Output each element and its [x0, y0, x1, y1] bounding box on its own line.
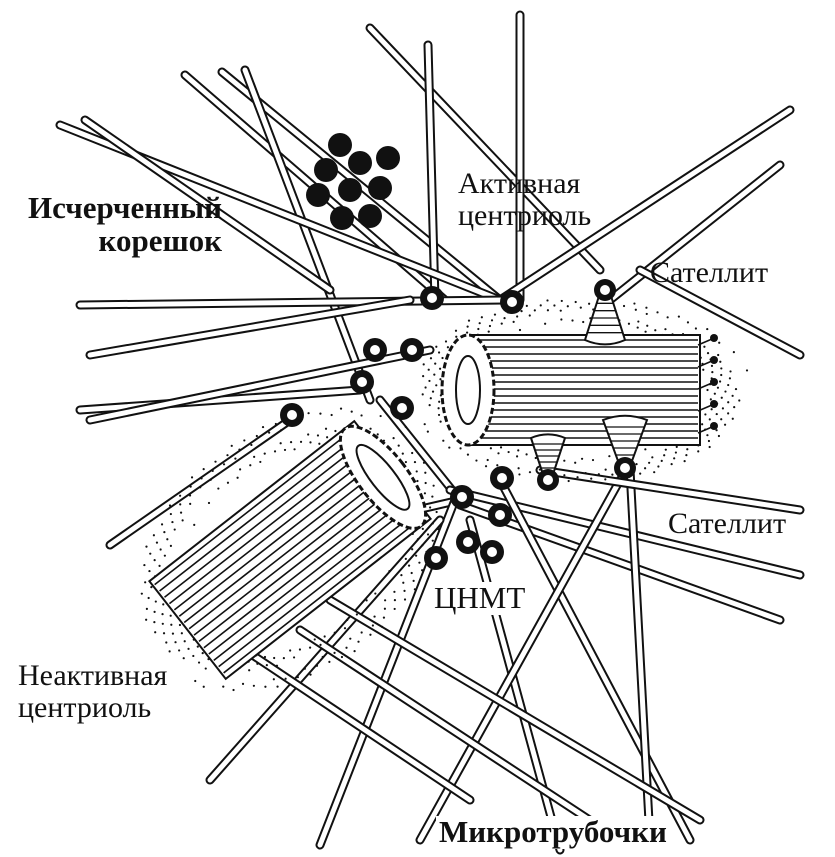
satellite [531, 434, 565, 491]
granule [328, 133, 352, 157]
microtubule [245, 70, 370, 400]
label-inactive-centriole-line1: Неактивная [18, 660, 167, 692]
mtoc-node [450, 485, 474, 509]
label-inactive-centriole: Неактивная центриоль [18, 660, 167, 723]
label-microtubules: Микротрубочки [436, 816, 670, 849]
mtoc-node [363, 338, 387, 362]
mtoc-node [280, 403, 304, 427]
label-active-centriole: Активная центриоль [458, 168, 591, 231]
label-active-centriole-line1: Активная [458, 168, 591, 200]
microtubule [370, 28, 600, 270]
mtoc-node [490, 466, 514, 490]
mtoc-node [456, 530, 480, 554]
satellite [603, 416, 647, 479]
label-striated-root: Исчерченный корешок [28, 192, 222, 257]
label-active-centriole-line2: центриоль [458, 200, 591, 232]
granule [368, 176, 392, 200]
granule [306, 183, 330, 207]
mtoc-node [480, 540, 504, 564]
mtoc-node [424, 546, 448, 570]
label-mtoc: ЦНМТ [432, 582, 527, 615]
granule [314, 158, 338, 182]
label-striated-root-line1: Исчерченный [28, 192, 222, 225]
label-inactive-centriole-line2: центриоль [18, 692, 167, 724]
granule [376, 146, 400, 170]
microtubule [540, 470, 800, 510]
microtubule [300, 630, 620, 840]
label-satellite-right: Сателлит [668, 508, 786, 540]
granule [338, 178, 362, 202]
active-centriole-drawing [422, 299, 748, 482]
mtoc-node [500, 290, 524, 314]
granule [330, 206, 354, 230]
granule [348, 151, 372, 175]
label-satellite-top: Сателлит [650, 257, 768, 289]
mtoc-node [400, 338, 424, 362]
label-striated-root-line2: корешок [28, 225, 222, 258]
mtoc-node [488, 503, 512, 527]
mtoc-node [420, 286, 444, 310]
mtoc-node [350, 370, 374, 394]
mtoc-node [390, 396, 414, 420]
microtubule [428, 45, 435, 300]
granule [358, 204, 382, 228]
